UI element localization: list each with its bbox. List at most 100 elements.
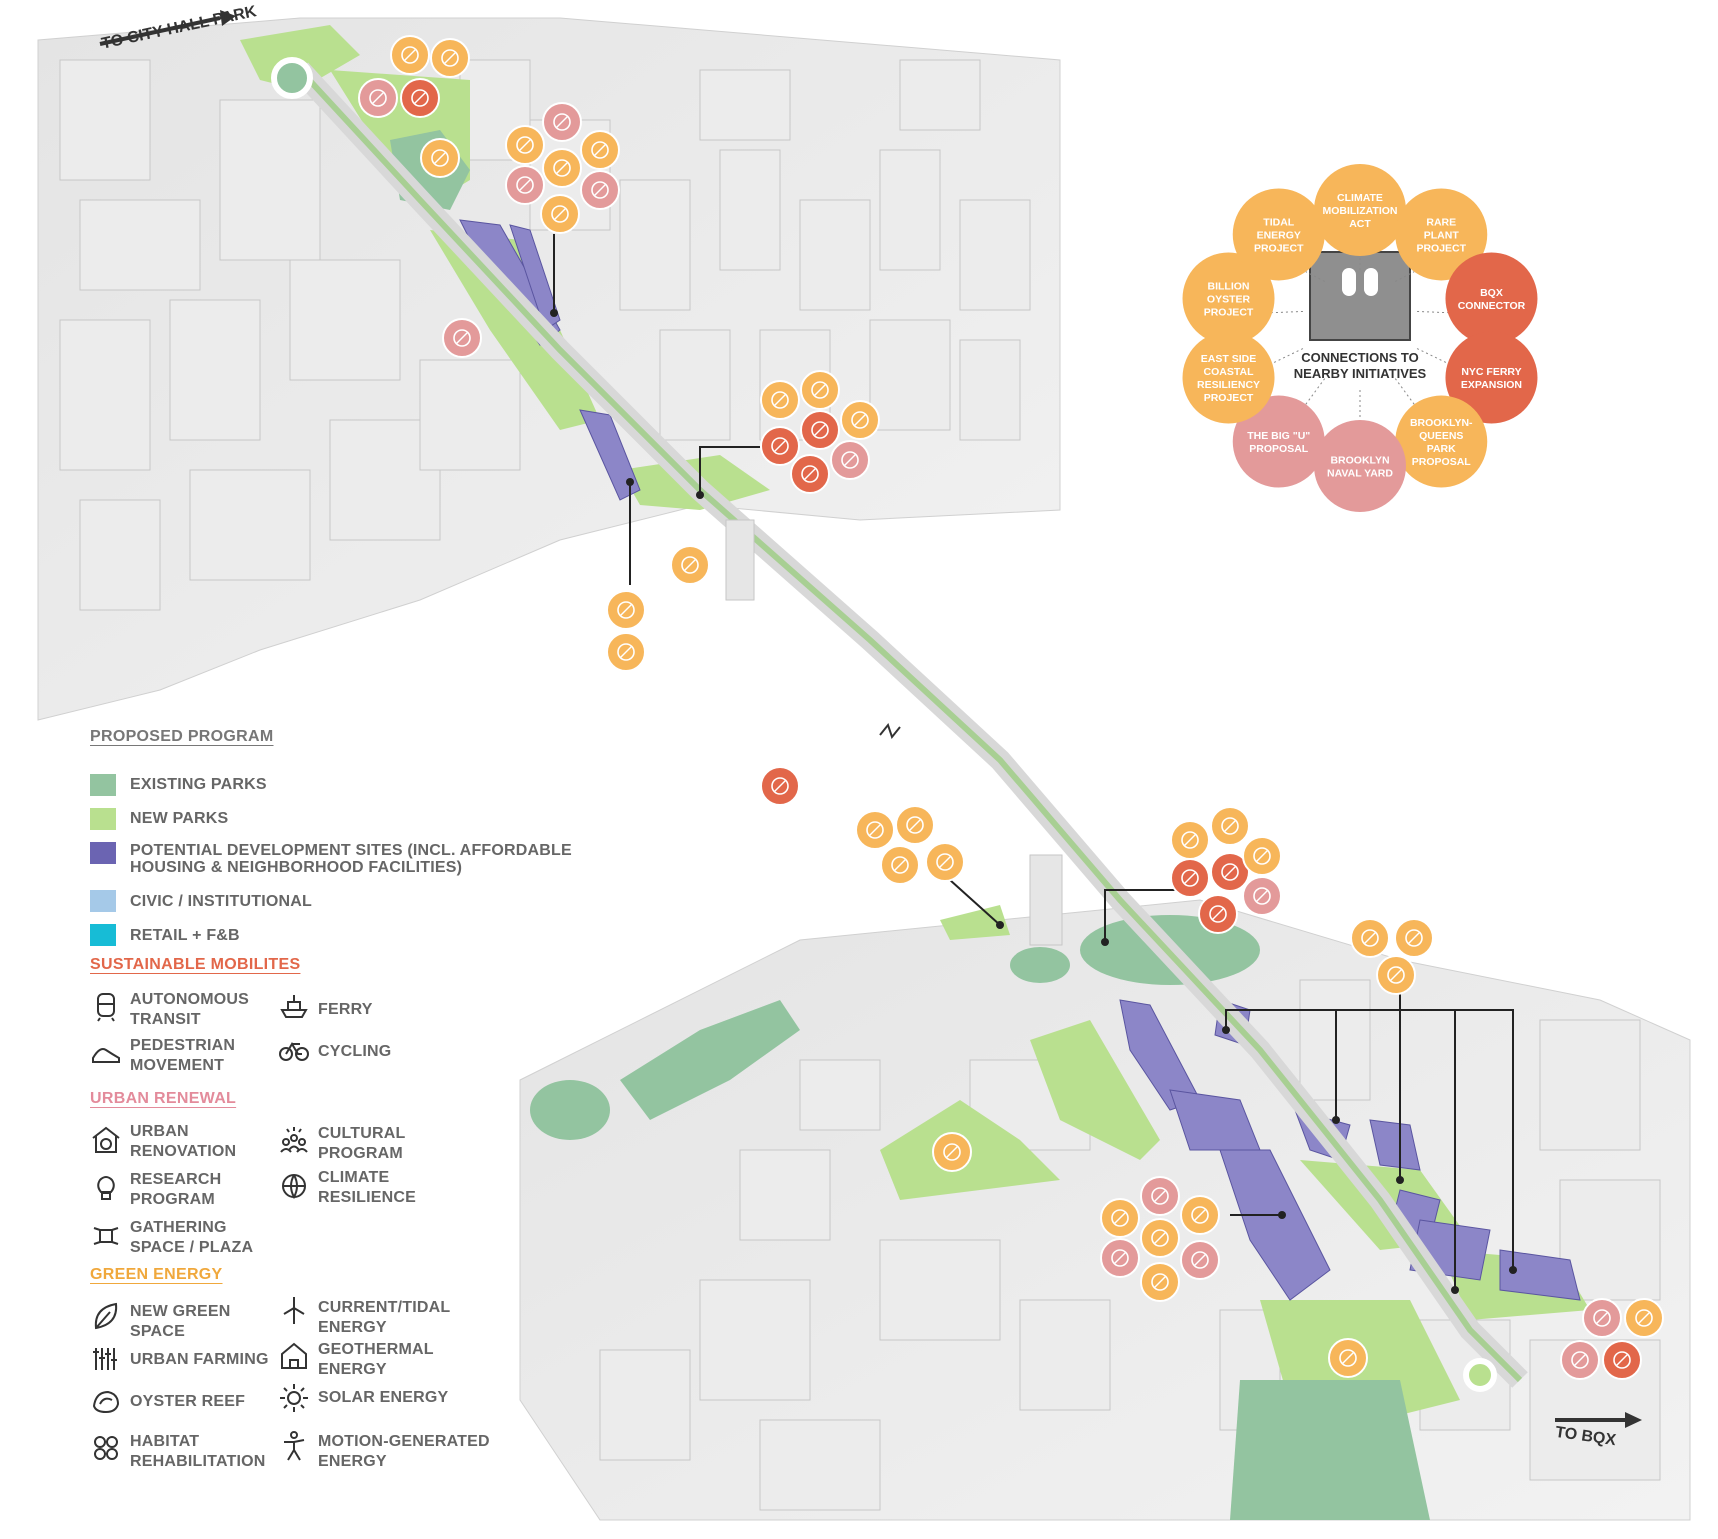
label-program: PROGRAM: [318, 1145, 403, 1162]
program-icon-bubble: [1328, 1338, 1368, 1378]
label-tidal-energy: ENERGY: [318, 1319, 387, 1336]
program-icon-bubble: [1602, 1340, 1642, 1380]
program-icon-bubble: [1376, 955, 1416, 995]
label-pedestrian: PEDESTRIAN: [130, 1037, 236, 1054]
program-icon-bubble: [1180, 1195, 1220, 1235]
program-icon-bubble: [358, 78, 398, 118]
label-development-sites: POTENTIAL DEVELOPMENT SITES (INCL. AFFOR…: [130, 842, 572, 859]
initiative-label: EXPANSION: [1461, 379, 1522, 391]
program-icon-bubble: [1100, 1198, 1140, 1238]
initiative-label: PLANT: [1424, 229, 1460, 241]
program-icon-bubble: [1582, 1298, 1622, 1338]
program-icon-bubble: [1100, 1238, 1140, 1278]
icon-cluster: [855, 805, 965, 885]
icon-cluster: [505, 102, 620, 234]
label-transit: TRANSIT: [130, 1011, 201, 1028]
program-icon-bubble: [1140, 1262, 1180, 1302]
label-ferry: FERRY: [318, 1001, 373, 1018]
swatch-retail: [90, 924, 116, 946]
icon-cluster: [1170, 806, 1282, 934]
program-icon-bubble: [540, 194, 580, 234]
initiative-label: PROJECT: [1204, 306, 1254, 318]
program-icon-bubble: [1140, 1218, 1180, 1258]
swatch-civic: [90, 890, 116, 912]
icon-cluster: [760, 370, 880, 494]
label-climate: CLIMATE: [318, 1169, 390, 1186]
program-icon-bubble: [1350, 918, 1390, 958]
label-current-tidal: CURRENT/TIDAL: [318, 1299, 451, 1316]
initiative-label: BILLION: [1208, 280, 1250, 292]
label-development-sites-2: HOUSING & NEIGHBORHOOD FACILITIES): [130, 859, 463, 876]
program-icon-bubble: [430, 38, 470, 78]
program-icon-bubble: [442, 318, 482, 358]
program-icon-bubble: [542, 148, 582, 188]
program-icon-bubble: [420, 138, 460, 178]
program-icon-bubble: [880, 845, 920, 885]
icon-cluster: [1560, 1298, 1664, 1380]
initiative-bubble: THE BIG "U"PROPOSAL: [1232, 395, 1325, 488]
label-space: SPACE: [130, 1323, 185, 1340]
urban-renovation-icon: [90, 1124, 122, 1156]
icon-cluster: [932, 1132, 972, 1172]
initiative-label: MOBILIZATION: [1322, 205, 1397, 217]
city-hall-arrow: [99, 16, 221, 46]
icon-cluster: [420, 138, 460, 178]
program-icon-bubble: [925, 842, 965, 882]
label-habitat: HABITAT: [130, 1433, 200, 1450]
pedestrian-shoe-icon: [90, 1036, 122, 1068]
label-space-plaza: SPACE / PLAZA: [130, 1239, 254, 1256]
program-icon-bubble: [932, 1132, 972, 1172]
initiative-label: BROOKLYN-: [1410, 417, 1473, 429]
label-existing-parks: EXISTING PARKS: [130, 776, 267, 793]
initiatives-center-label-2: NEARBY INITIATIVES: [1294, 366, 1427, 381]
label-geothermal: GEOTHERMAL: [318, 1341, 434, 1358]
swatch-existing-parks: [90, 774, 116, 796]
initiative-label: PROJECT: [1254, 242, 1304, 254]
cultural-program-icon: [278, 1124, 310, 1156]
program-icon-bubble: [1210, 852, 1250, 892]
program-icon-bubble: [1560, 1340, 1600, 1380]
initiative-label: RESILIENCY: [1197, 379, 1260, 391]
label-autonomous: AUTONOMOUS: [130, 991, 250, 1008]
legend-green-energy-title: GREEN ENERGY: [90, 1266, 223, 1283]
program-icon-bubble: [855, 810, 895, 850]
initiative-label: BROOKLYN: [1330, 455, 1389, 467]
program-icon-bubble: [790, 454, 830, 494]
program-icon-bubble: [1170, 858, 1210, 898]
program-icon-bubble: [895, 805, 935, 845]
habitat-icon: [90, 1432, 122, 1464]
program-icon-bubble: [1140, 1176, 1180, 1216]
icon-cluster: [1328, 1338, 1368, 1378]
program-icon-bubble: [760, 766, 800, 806]
label-gathering: GATHERING: [130, 1219, 227, 1236]
bridge-tower-icon: [1309, 251, 1411, 341]
label-new-green: NEW GREEN: [130, 1303, 231, 1320]
initiative-label: BQX: [1480, 287, 1503, 299]
program-icon-bubble: [1180, 1240, 1220, 1280]
program-icon-bubble: [760, 380, 800, 420]
program-icon-bubble: [800, 410, 840, 450]
initiative-label: CONNECTOR: [1458, 300, 1526, 312]
initiative-label: CLIMATE: [1337, 192, 1383, 204]
icon-cluster: [1100, 1176, 1220, 1302]
program-icon-bubble: [1198, 894, 1238, 934]
initiative-label: QUEENS: [1419, 430, 1463, 442]
initiative-label: PROJECT: [1416, 242, 1466, 254]
label-retail: RETAIL + F&B: [130, 927, 240, 944]
initiative-label: NYC FERRY: [1461, 366, 1521, 378]
program-icon-bubble: [400, 78, 440, 118]
label-cultural: CULTURAL: [318, 1125, 406, 1142]
initiative-label: RARE: [1426, 216, 1456, 228]
program-icon-bubble: [840, 400, 880, 440]
initiative-label: TIDAL: [1263, 216, 1294, 228]
icon-cluster: [606, 590, 646, 672]
label-urban-farming: URBAN FARMING: [130, 1351, 269, 1368]
